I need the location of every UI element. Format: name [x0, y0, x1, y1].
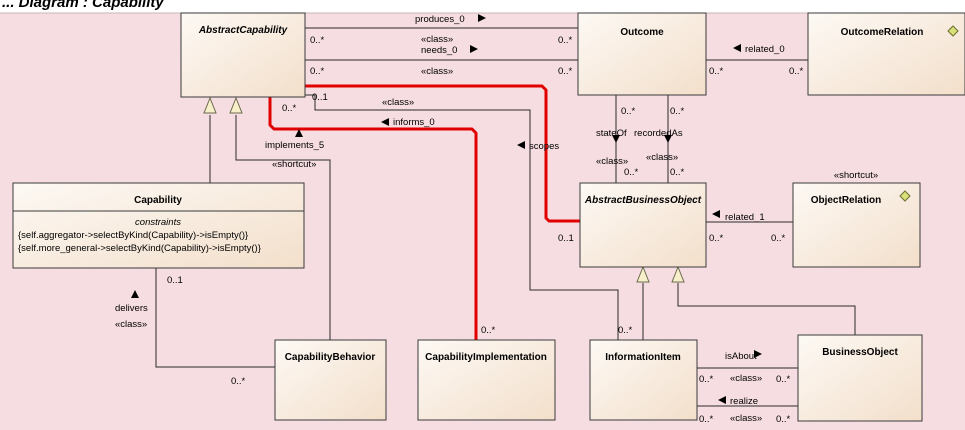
implements-label: implements_5: [265, 140, 324, 151]
highlighted-connectors: [268, 84, 580, 340]
related0-arrow: [733, 44, 741, 52]
diamond-icon: [947, 25, 959, 37]
multiplicity: 0..1: [558, 233, 574, 244]
recordedas-stereotype: «class»: [646, 152, 678, 163]
related1-label: related_1: [725, 212, 765, 223]
realize-stereotype: «class»: [730, 413, 762, 424]
multiplicity: 0..*: [670, 167, 685, 178]
highlight-line-implementation: [268, 97, 478, 340]
implements-arrow: [295, 129, 303, 137]
stateof-arrow: [612, 135, 620, 143]
generalization-arrowhead: [229, 96, 243, 114]
diamond-icon: [899, 190, 911, 202]
recordedas-arrow: [664, 135, 672, 143]
multiplicity: 0..*: [789, 66, 804, 77]
informs-label: informs_0: [393, 117, 435, 128]
generalization-business-object: [677, 283, 856, 335]
outcome-name: Outcome: [620, 27, 664, 38]
capability-constraint-1: {self.aggregator->selectByKind(Capabilit…: [18, 230, 248, 241]
multiplicity: 0..*: [231, 376, 246, 387]
abstract-business-object-name: AbstractBusinessObject: [584, 195, 702, 206]
class-abstract-business-object[interactable]: [579, 182, 707, 268]
realize-label: realize: [730, 396, 758, 407]
scopes-arrow: [517, 141, 525, 149]
isabout-label: isAbout: [725, 351, 757, 362]
multiplicity: 0..*: [481, 325, 496, 336]
direction-arrows: [131, 14, 762, 404]
multiplicity: 0..*: [709, 66, 724, 77]
multiplicity: 0..*: [621, 106, 636, 117]
object-relation-stereotype: «shortcut»: [834, 170, 878, 181]
information-item-name: InformationItem: [605, 352, 681, 363]
generalization-arrowhead: [671, 265, 685, 283]
class-capability[interactable]: [12, 182, 305, 269]
multiplicity: 0..*: [282, 103, 297, 114]
produces-arrow: [478, 14, 486, 22]
multiplicity: 0..*: [709, 233, 724, 244]
object-relation-name: ObjectRelation: [811, 195, 882, 206]
multiplicity: 0..*: [310, 66, 325, 77]
generalization-arrows: [203, 96, 685, 283]
realize-arrow: [718, 396, 726, 404]
class-business-object[interactable]: [797, 334, 923, 422]
multiplicity: 0..*: [771, 233, 786, 244]
class-outcome-relation[interactable]: [807, 12, 965, 96]
delivers-arrow: [131, 290, 139, 298]
multiplicity: 0..*: [558, 35, 573, 46]
informs-arrow: [381, 118, 389, 126]
abstract-capability-name: AbstractCapability: [198, 25, 288, 36]
scopes-line: [305, 94, 619, 340]
business-object-name: BusinessObject: [822, 347, 898, 358]
multiplicity: 0..*: [699, 374, 714, 385]
related0-label: related_0: [745, 44, 785, 55]
class-information-item[interactable]: [589, 339, 698, 421]
delivers-line: [155, 268, 275, 368]
class-capability-implementation[interactable]: [417, 339, 556, 421]
multiplicity: 0..*: [776, 414, 791, 425]
generalization-arrowhead: [636, 265, 650, 283]
multiplicity: 0..*: [699, 414, 714, 425]
capability-name: Capability: [134, 195, 182, 206]
isabout-arrow: [754, 350, 762, 358]
multiplicity: 0..*: [670, 106, 685, 117]
connectors: [155, 27, 856, 407]
class-object-relation[interactable]: [792, 182, 921, 268]
multiplicity: 0..*: [776, 374, 791, 385]
capability-constraints-title: constraints: [135, 217, 181, 228]
scopes-label: scopes: [529, 141, 559, 152]
needs-stereotype: «class»: [421, 66, 453, 77]
informs-stereotype: «class»: [382, 97, 414, 108]
multiplicity: 0..*: [618, 325, 633, 336]
highlight-line-outcome: [305, 84, 580, 223]
multiplicity: 0..*: [310, 35, 325, 46]
capability-constraint-2: {self.more_general->selectByKind(Capabil…: [18, 243, 261, 254]
isabout-stereotype: «class»: [730, 373, 762, 384]
diamond-icons: [899, 25, 959, 202]
needs-label: needs_0: [421, 45, 457, 56]
multiplicity: 0..1: [312, 92, 328, 103]
produces-label: produces_0: [415, 14, 465, 25]
recordedas-label: recordedAs: [634, 128, 683, 139]
related1-arrow: [712, 210, 720, 218]
delivers-label: delivers: [115, 303, 148, 314]
produces-stereotype: «class»: [421, 34, 453, 45]
capability-behavior-name: CapabilityBehavior: [285, 352, 376, 363]
multiplicity: 0..1: [167, 275, 183, 286]
stateof-label: stateOf: [596, 128, 627, 139]
generalization-arrowhead: [203, 96, 217, 114]
capability-implementation-name: CapabilityImplementation: [425, 352, 547, 363]
delivers-stereotype: «class»: [115, 319, 147, 330]
class-capability-behavior[interactable]: [274, 339, 387, 421]
multiplicity: 0..*: [624, 167, 639, 178]
class-outcome[interactable]: [577, 12, 707, 96]
generalization-capability-behavior: [235, 115, 331, 340]
stateof-stereotype: «class»: [596, 156, 628, 167]
multiplicity: 0..*: [558, 66, 573, 77]
needs-arrow: [470, 45, 478, 53]
implements-stereotype: «shortcut»: [272, 159, 316, 170]
outcome-relation-name: OutcomeRelation: [841, 27, 924, 38]
class-abstract-capability[interactable]: [180, 12, 306, 98]
diagram-title: ... Diagram : Capability: [2, 0, 164, 11]
